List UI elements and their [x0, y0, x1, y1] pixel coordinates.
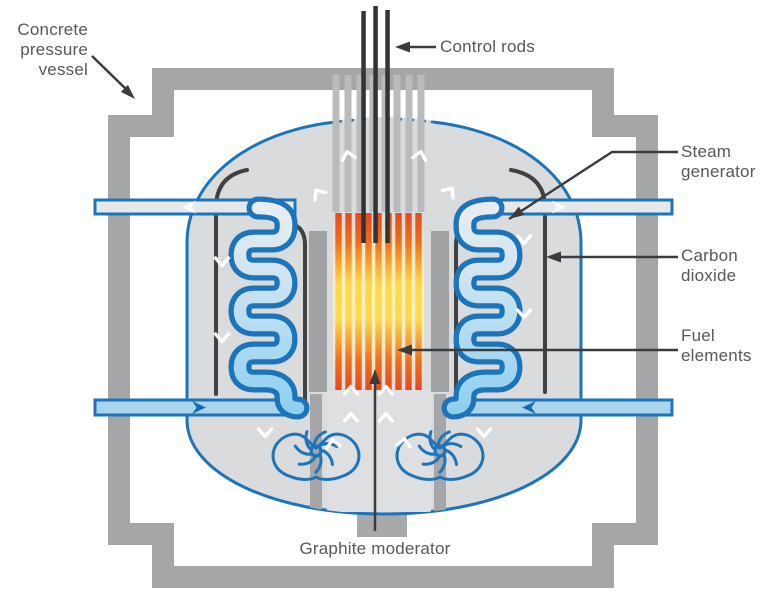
guide-tube	[405, 75, 413, 212]
flow-chevron	[313, 188, 328, 202]
guide-tube	[393, 75, 401, 212]
water-pipe-right	[448, 398, 674, 417]
concrete-vessel-arrowhead	[120, 84, 135, 99]
fan-blade	[440, 442, 463, 449]
label-steam-generator: Steam generator	[681, 142, 756, 181]
concrete-pressure-vessel-wall	[108, 68, 658, 588]
fuel-rod	[355, 213, 362, 390]
guide-tube	[417, 75, 425, 212]
flow-chevron	[395, 436, 412, 449]
flow-chevron	[256, 427, 274, 439]
fuel-rod	[335, 213, 342, 390]
flow-chevron	[377, 411, 395, 423]
guide-tube	[344, 75, 352, 212]
fan-blade	[421, 454, 442, 466]
steam-generator-leader	[508, 150, 678, 221]
flow-chevron	[515, 308, 533, 320]
flow-chevron	[213, 332, 231, 344]
label-carbon-dioxide: Carbon dioxide	[681, 246, 738, 285]
fuel-rod	[385, 213, 392, 390]
flow-chevron	[475, 427, 493, 439]
fan-blade	[293, 444, 314, 456]
fuel-rod	[375, 213, 382, 390]
water-flow-arrow-right	[522, 401, 536, 414]
circulator-column-left	[310, 394, 322, 512]
gas-flow-arrows	[213, 149, 533, 450]
fan-blade	[314, 452, 323, 474]
steam-flow-arrow-right	[552, 200, 566, 214]
graphite-moderator-arrowhead	[369, 369, 381, 384]
circulator-housing	[395, 432, 485, 481]
flow-chevron	[342, 411, 360, 423]
water-flow-arrow-left	[192, 401, 206, 414]
core-pedestal	[327, 390, 431, 512]
gas-circulator-left	[271, 430, 361, 481]
label-graphite-moderator: Graphite moderator	[299, 539, 451, 558]
steam-generator-coil-inner	[233, 201, 305, 415]
control-rod-guide-tubes	[332, 75, 425, 212]
steam-generator-arrowhead	[509, 206, 525, 219]
reactor-vessel-outline	[185, 120, 583, 516]
flow-chevron	[377, 384, 395, 396]
flow-chevron	[440, 186, 455, 200]
fan-blade	[312, 430, 327, 449]
steam-generator-coil-inner	[446, 201, 518, 415]
fan-blade	[443, 448, 458, 466]
fan-blade	[297, 454, 318, 466]
flow-chevron	[213, 256, 231, 268]
guide-tube	[356, 75, 364, 212]
flow-chevron	[340, 149, 357, 162]
fan-blade	[316, 442, 339, 449]
fan-blade	[438, 452, 447, 474]
circulator-column-right	[434, 394, 446, 512]
label-fuel-elements: Fuel elements	[681, 326, 752, 365]
fuel-rod	[365, 213, 372, 390]
steam-generator-left	[228, 196, 310, 420]
vessel-internals	[271, 213, 485, 512]
fan-blade	[319, 448, 334, 466]
fan-blade	[304, 430, 314, 452]
guide-tube	[369, 75, 377, 212]
steam-flow-arrow-left	[182, 200, 196, 214]
control-rods-arrowhead	[395, 41, 410, 53]
fuel-elements-arrowhead	[397, 344, 412, 356]
fuel-rod	[395, 213, 402, 390]
guide-tube	[381, 75, 389, 212]
fuel-rod	[345, 213, 352, 390]
label-leaders	[91, 45, 678, 531]
graphite-moderator-slab-right	[431, 231, 449, 392]
fan-blade	[428, 430, 438, 452]
circulator-housing	[271, 432, 361, 481]
flow-chevron	[342, 384, 360, 396]
fan-blade	[417, 444, 438, 456]
concrete-vessel-leader	[91, 55, 131, 94]
coolant-pipes	[93, 198, 674, 417]
control-rods	[361, 6, 390, 243]
label-control-rods: Control rods	[440, 37, 535, 56]
flow-chevron	[515, 234, 533, 246]
guide-tube	[332, 75, 340, 212]
gas-circulator-right	[395, 430, 485, 481]
graphite-moderator-slab-left	[309, 231, 327, 392]
control-rod	[373, 6, 378, 243]
control-rod	[361, 11, 366, 243]
fuel-elements-bars	[335, 213, 422, 390]
flow-chevron	[411, 149, 428, 162]
steam-pipe-right	[483, 198, 674, 216]
steam-pipe-left	[93, 198, 297, 216]
label-arrowheads	[120, 41, 561, 384]
label-concrete-pressure-vessel: Concrete pressure vessel	[17, 20, 88, 79]
fan-blade	[436, 430, 451, 449]
carbon-dioxide-arrowhead	[546, 251, 561, 263]
flow-chevron	[325, 437, 342, 450]
steam-generator-right	[441, 196, 523, 420]
control-rod	[385, 10, 390, 243]
fuel-rod	[405, 213, 412, 390]
fuel-rod	[415, 213, 422, 390]
